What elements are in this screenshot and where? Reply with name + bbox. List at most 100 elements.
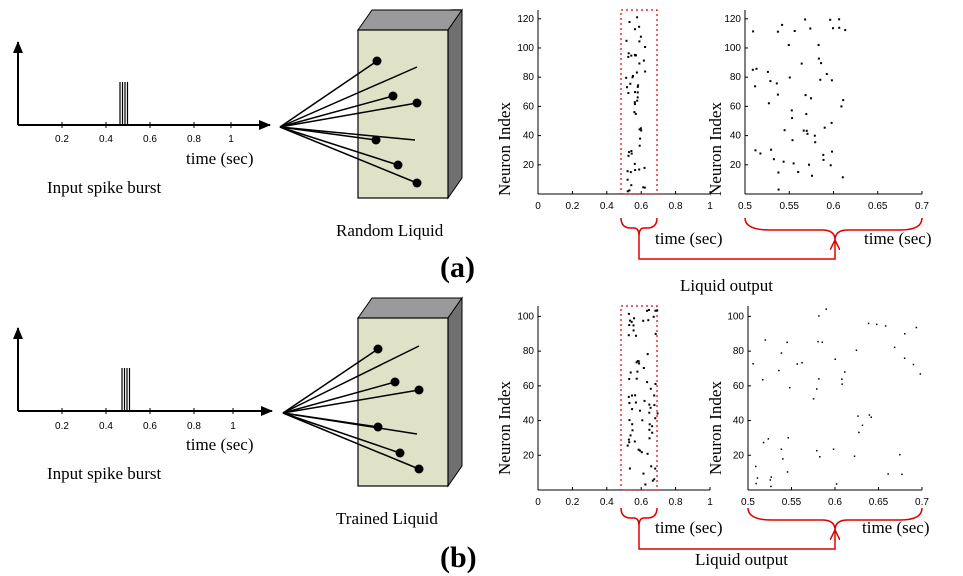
spike-dot xyxy=(770,476,772,478)
spike-dot xyxy=(650,465,653,468)
spike-dot xyxy=(811,174,813,177)
spike-dot xyxy=(775,82,778,85)
input-tick: 0.8 xyxy=(187,134,201,145)
spike-dot xyxy=(841,378,843,380)
spike-dot xyxy=(634,91,636,94)
spike-dot xyxy=(875,323,878,326)
spike-dot xyxy=(770,485,772,488)
raster-x-tick-label: 1 xyxy=(707,201,713,212)
spike-dot xyxy=(790,109,793,112)
spike-dot xyxy=(654,417,657,420)
input-caption: Input spike burst xyxy=(47,178,162,197)
spike-dot xyxy=(782,458,784,460)
input-tick: 0.2 xyxy=(55,134,69,145)
spike-dot xyxy=(634,112,637,115)
raster-x-tick-label: 0.5 xyxy=(738,201,752,212)
spike-dot xyxy=(786,471,789,473)
spike-dot xyxy=(637,448,640,451)
output-connector-a xyxy=(620,217,923,260)
spike-dot xyxy=(638,144,641,147)
spike-dot xyxy=(626,444,629,447)
raster-y-tick-label: 60 xyxy=(733,381,745,392)
raster-x-tick-label: 0.6 xyxy=(634,201,648,212)
spike-dot xyxy=(647,309,650,311)
spike-dot xyxy=(841,383,843,385)
input-tick: 1 xyxy=(230,421,236,432)
panel-b: 0.2 0.4 0.6 0.8 1 time (sec) Input spike… xyxy=(13,296,930,574)
spike-dot xyxy=(633,103,636,106)
spike-dot xyxy=(629,171,632,174)
spike-dot xyxy=(656,309,659,312)
raster-x-tick-label: 0.55 xyxy=(782,497,802,508)
raster-x-tick-label: 0.65 xyxy=(868,201,888,212)
spike-dot xyxy=(628,21,631,23)
time-label-right: time (sec) xyxy=(862,518,930,537)
spike-dot xyxy=(653,404,656,407)
raster-y-tick-label: 60 xyxy=(730,101,742,112)
spike-dot xyxy=(904,333,906,335)
input-connections-a xyxy=(279,60,418,184)
spike-dot xyxy=(633,317,636,320)
spike-dot xyxy=(641,419,644,422)
input-time-label: time (sec) xyxy=(186,149,254,168)
spike-dot xyxy=(628,441,631,444)
spike-dot xyxy=(756,477,759,479)
spike-dot xyxy=(887,473,889,475)
spike-dot xyxy=(636,16,639,19)
spike-dot xyxy=(648,411,651,414)
spike-dot xyxy=(653,394,656,397)
input-spike-plot-a: 0.2 0.4 0.6 0.8 1 time (sec) Input spike… xyxy=(13,41,271,197)
raster-x-tick-label: 0.7 xyxy=(915,497,929,508)
input-tick: 0.6 xyxy=(143,134,157,145)
spike-dot xyxy=(838,18,841,21)
raster-y-tick-label: 40 xyxy=(733,416,745,427)
input-tick: 0.8 xyxy=(187,421,201,432)
spike-dot xyxy=(787,437,789,439)
spike-dot xyxy=(648,437,651,440)
time-label-left: time (sec) xyxy=(655,229,723,248)
spike-dot xyxy=(755,482,757,485)
spike-dot xyxy=(793,30,796,32)
spike-dot xyxy=(633,111,636,114)
spike-dot xyxy=(782,160,785,163)
spike-dot xyxy=(631,394,633,397)
spike-dot xyxy=(817,57,820,60)
spike-dot xyxy=(634,28,636,31)
spike-dot xyxy=(802,129,805,132)
spike-dot xyxy=(626,190,629,193)
spike-dot xyxy=(778,369,780,372)
panel-label-a: (a) xyxy=(440,251,475,284)
panel-a: 0.2 0.4 0.6 0.8 1 time (sec) Input spike… xyxy=(13,8,932,295)
spike-dot xyxy=(893,346,896,349)
spike-dot xyxy=(806,132,809,135)
spike-dot xyxy=(642,59,645,62)
spike-dot xyxy=(642,186,645,189)
spike-dot xyxy=(804,18,807,21)
spike-dot xyxy=(636,360,639,363)
spike-dot xyxy=(844,29,847,32)
spike-dot xyxy=(835,483,838,485)
spike-dot xyxy=(636,99,639,102)
spike-dot xyxy=(646,452,649,455)
spike-dot xyxy=(770,148,773,151)
spike-dot xyxy=(805,113,808,116)
spike-dot xyxy=(654,467,657,470)
spike-dot xyxy=(628,402,631,404)
raster-y-tick-label: 80 xyxy=(523,346,535,357)
spike-dot xyxy=(789,386,791,389)
spike-dot xyxy=(646,381,649,384)
liquid-caption: Random Liquid xyxy=(336,221,444,240)
spike-dot xyxy=(626,178,629,181)
spike-dot xyxy=(791,139,794,142)
spike-dot xyxy=(635,377,638,380)
spike-dot xyxy=(625,39,628,42)
spike-dot xyxy=(630,152,633,155)
spike-dot xyxy=(634,401,637,404)
raster-x-tick-label: 0 xyxy=(535,201,541,212)
spike-dot xyxy=(766,70,769,73)
spike-dot xyxy=(787,44,790,46)
raster-y-tick-label: 20 xyxy=(730,160,742,171)
spike-dot xyxy=(816,449,818,452)
spike-dot xyxy=(755,465,757,468)
